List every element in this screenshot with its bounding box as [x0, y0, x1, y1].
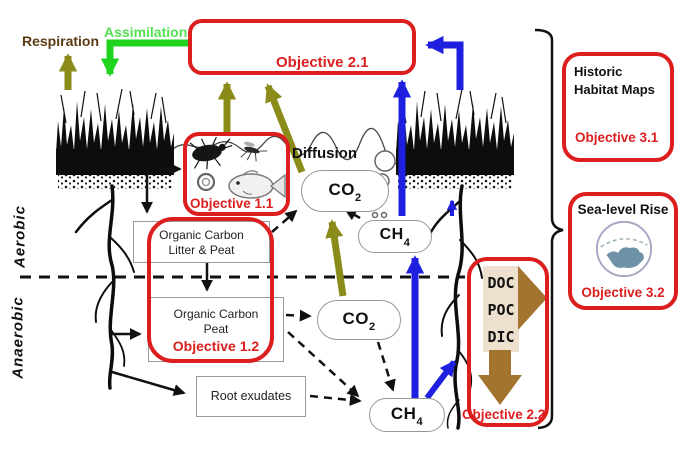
- doc-export-arrows: [478, 266, 547, 405]
- objective-2-2-label: Objective 2.2: [462, 407, 546, 422]
- historic-habitat-maps-title: Historic Habitat Maps: [574, 64, 655, 97]
- objective-3-2-label: Objective 3.2: [581, 285, 665, 300]
- poc-label: POC: [487, 301, 515, 319]
- anaerobic-zone-label: Anaerobic: [9, 296, 27, 379]
- objective-3-2-box: Sea-level Rise Objective 3.2: [568, 192, 678, 310]
- objective-2-1-box: Objective 2.1: [188, 19, 416, 75]
- ch4-oval-water: CH4: [358, 220, 432, 253]
- ch4-oval-anaerobic: CH4: [369, 398, 445, 432]
- dashed-transformation-arrows: [271, 208, 396, 406]
- respiration-label: Respiration: [22, 33, 100, 49]
- olive-flux-arrows: [58, 53, 347, 297]
- objective-2-1-label: Objective 2.1: [276, 54, 369, 71]
- objective-1-1-box: Objective 1.1: [183, 132, 290, 216]
- sea-level-rise-title: Sea-level Rise: [577, 202, 669, 217]
- objective-1-2-label: Objective 1.2: [172, 338, 260, 354]
- objective-1-1-label: Objective 1.1: [190, 196, 274, 211]
- aerobic-zone-label: Aerobic: [11, 205, 29, 268]
- objective-1-2-box: [147, 217, 274, 363]
- summary-brace: [534, 28, 564, 430]
- objective-2-2-box: [467, 257, 549, 427]
- root-exudates-box: Root exudates: [196, 376, 306, 417]
- objective-3-1-label: Objective 3.1: [575, 130, 659, 145]
- black-transfer-arrows: [111, 162, 214, 396]
- diffusion-label: Diffusion: [292, 145, 357, 162]
- co2-oval-anaerobic: CO2: [317, 300, 401, 340]
- assimilation-arrow: [100, 39, 188, 77]
- objective-3-1-box: Historic Habitat Maps Objective 3.1: [562, 52, 674, 162]
- co2-oval-water: CO2: [301, 170, 389, 212]
- benthic-organisms-icon: [189, 136, 286, 199]
- doc-label: DOC: [487, 274, 515, 292]
- blue-methane-arrows: [392, 35, 464, 400]
- dic-label: DIC: [487, 328, 515, 346]
- globe-icon: [595, 220, 653, 278]
- assimilation-label: Assimilation: [104, 24, 188, 40]
- carbon-forms-list: DOC POC DIC: [483, 270, 519, 351]
